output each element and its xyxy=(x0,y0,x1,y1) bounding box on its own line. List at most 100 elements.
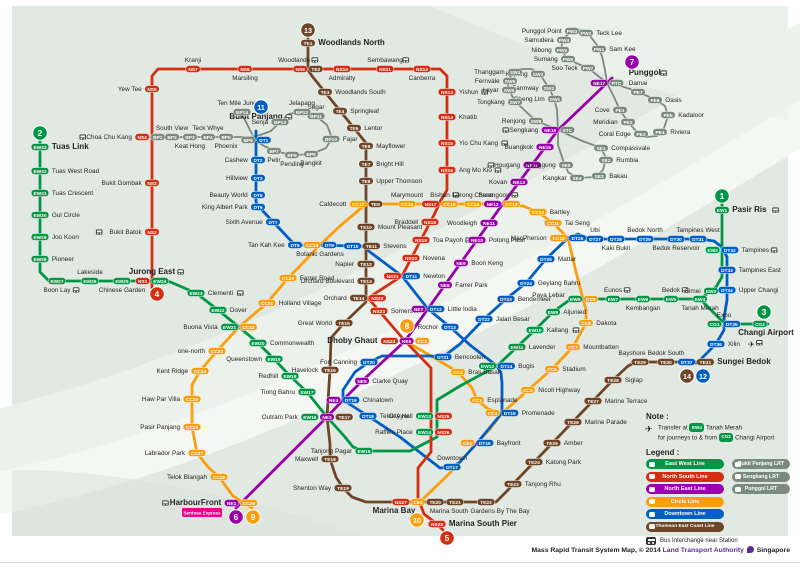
terminal-14[interactable]: 14 xyxy=(679,368,695,384)
terminal-7[interactable]: 7 xyxy=(624,54,640,70)
terminal-2[interactable]: 2 xyxy=(32,125,48,141)
terminal-10[interactable]: 10 xyxy=(409,512,425,528)
terminal-1[interactable]: 1 xyxy=(714,188,730,204)
terminal-5[interactable]: 5 xyxy=(439,530,455,546)
